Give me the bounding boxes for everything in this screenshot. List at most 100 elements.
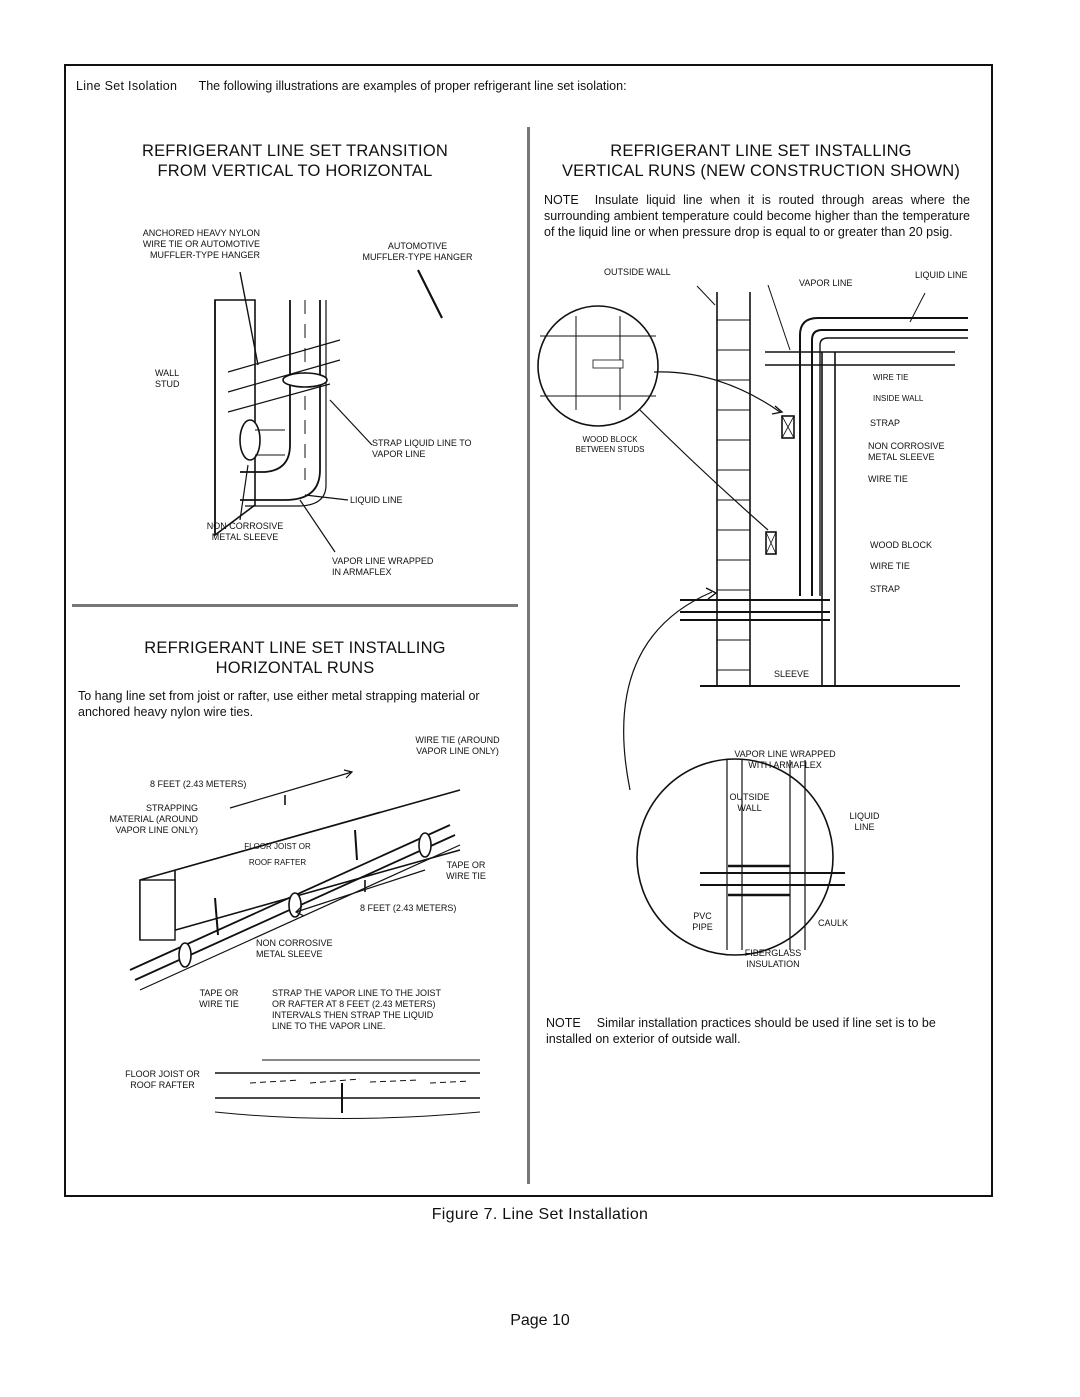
horizontal-drawing bbox=[129, 769, 481, 1119]
label-line: VAPOR LINE WRAPPED bbox=[332, 556, 434, 566]
label-line: STRAP LIQUID LINE TO bbox=[372, 438, 472, 448]
horizontal-heading: REFRIGERANT LINE SET INSTALLING HORIZONT… bbox=[72, 638, 518, 678]
label-line: STRAPPING bbox=[145, 803, 198, 813]
label-liquid-line: LIQUID LINE bbox=[350, 495, 403, 505]
label-line: NON CORROSIVE bbox=[256, 938, 333, 948]
label-sleeve-right: NON CORROSIVE METAL SLEEVE bbox=[868, 441, 945, 463]
vertical-title-2: VERTICAL RUNS (NEW CONSTRUCTION SHOWN) bbox=[561, 162, 961, 180]
label-line: STRAP THE VAPOR LINE TO THE JOIST bbox=[272, 988, 442, 998]
label-line: FIBERGLASS bbox=[744, 948, 802, 958]
label-line: WIRE TIE (AROUND bbox=[415, 735, 500, 745]
label-line: TAPE OR bbox=[199, 988, 239, 998]
label-line: PIPE bbox=[692, 922, 713, 932]
label-line: NON CORROSIVE bbox=[206, 521, 284, 531]
label-line: WIRE TIE bbox=[199, 999, 239, 1009]
label-line: LINE bbox=[854, 822, 875, 832]
label-strap-liquid: STRAP LIQUID LINE TO VAPOR LINE bbox=[372, 438, 472, 460]
intro-line: Line Set Isolation The following illustr… bbox=[76, 79, 627, 93]
label-line: INSULATION bbox=[746, 959, 800, 969]
label-line: ROOF RAFTER bbox=[130, 1080, 195, 1090]
page-number: Page 10 bbox=[510, 1312, 570, 1329]
label-automotive-hanger: AUTOMOTIVE MUFFLER-TYPE HANGER bbox=[340, 241, 495, 263]
label-outside-wall: OUTSIDE WALL bbox=[604, 267, 671, 277]
label-line: NON CORROSIVE bbox=[868, 441, 945, 451]
note2-keyword: NOTE bbox=[546, 1016, 581, 1030]
label-line: METAL SLEEVE bbox=[211, 532, 279, 542]
label-line: METAL SLEEVE bbox=[868, 452, 935, 462]
label-wood-block-between: WOOD BLOCK BETWEEN STUDS bbox=[555, 435, 665, 455]
label-line: STUD bbox=[155, 379, 180, 389]
label-line: FLOOR JOIST OR bbox=[244, 842, 311, 851]
label-wire-tie-1: WIRE TIE bbox=[873, 373, 909, 382]
vertical-title-1: REFRIGERANT LINE SET INSTALLING bbox=[610, 142, 912, 160]
horizontal-divider bbox=[72, 604, 518, 607]
label-pvc-pipe: PVC PIPE bbox=[680, 911, 725, 933]
figure-caption: Figure 7. Line Set Installation bbox=[431, 1206, 649, 1223]
label-strap-1: STRAP bbox=[870, 418, 901, 428]
label-line: OR RAFTER AT 8 FEET (2.43 METERS) bbox=[272, 999, 436, 1009]
vertical-drawing bbox=[537, 284, 968, 956]
label-line: LINE TO THE VAPOR LINE. bbox=[272, 1021, 386, 1031]
horizontal-title-1: REFRIGERANT LINE SET INSTALLING bbox=[144, 639, 446, 657]
intro-label: Line Set Isolation bbox=[76, 79, 178, 93]
label-line: WIRE TIE bbox=[446, 871, 486, 881]
label-liquid-line-right: LIQUID LINE bbox=[915, 270, 968, 280]
label-metal-sleeve: NON CORROSIVE METAL SLEEVE bbox=[185, 521, 305, 543]
label-caulk: CAULK bbox=[818, 918, 849, 928]
label-liquid-line-2: LIQUID LINE bbox=[842, 811, 887, 833]
label-wire-tie-2: WIRE TIE bbox=[868, 474, 908, 484]
note-keyword: NOTE bbox=[544, 193, 579, 207]
label-sleeve-horizontal: NON CORROSIVE METAL SLEEVE bbox=[256, 938, 333, 960]
label-line: BETWEEN STUDS bbox=[575, 445, 645, 454]
label-line: WITH ARMAFLEX bbox=[748, 760, 822, 770]
label-line: VAPOR LINE ONLY) bbox=[416, 746, 499, 756]
label-eight-feet-1: 8 FEET (2.43 METERS) bbox=[150, 779, 247, 789]
label-wood-block: WOOD BLOCK bbox=[870, 540, 933, 550]
label-line: WOOD BLOCK bbox=[582, 435, 638, 444]
label-floor-joist-small: FLOOR JOIST OR ROOF RAFTER bbox=[230, 839, 325, 871]
label-line: ANCHORED HEAVY NYLON bbox=[142, 228, 260, 238]
label-line: INTERVALS THEN STRAP THE LIQUID bbox=[272, 1010, 434, 1020]
label-line: WALL bbox=[155, 368, 180, 378]
label-strap-2: STRAP bbox=[870, 584, 901, 594]
label-inside-wall: INSIDE WALL bbox=[873, 394, 924, 403]
label-line: VAPOR LINE ONLY) bbox=[115, 825, 198, 835]
label-strap-instructions: STRAP THE VAPOR LINE TO THE JOIST OR RAF… bbox=[272, 988, 441, 1032]
label-vapor-armaflex: VAPOR LINE WRAPPED WITH ARMAFLEX bbox=[705, 749, 865, 771]
label-strapping: STRAPPING MATERIAL (AROUND VAPOR LINE ON… bbox=[72, 803, 198, 836]
transition-heading: REFRIGERANT LINE SET TRANSITION FROM VER… bbox=[72, 141, 518, 181]
note-text: Insulate liquid line when it is routed t… bbox=[544, 193, 970, 239]
label-line: WIRE TIE OR AUTOMOTIVE bbox=[142, 239, 260, 249]
label-floor-joist: FLOOR JOIST OR ROOF RAFTER bbox=[105, 1069, 220, 1091]
horizontal-body: To hang line set from joist or rafter, u… bbox=[78, 689, 480, 719]
vertical-heading: REFRIGERANT LINE SET INSTALLING VERTICAL… bbox=[535, 141, 987, 181]
label-sleeve: SLEEVE bbox=[774, 669, 810, 679]
label-fiberglass: FIBERGLASS INSULATION bbox=[723, 948, 823, 970]
label-vapor-wrapped: VAPOR LINE WRAPPED IN ARMAFLEX bbox=[332, 556, 433, 578]
label-line: METAL SLEEVE bbox=[256, 949, 323, 959]
label-line: MATERIAL (AROUND bbox=[109, 814, 198, 824]
label-line: VAPOR LINE bbox=[372, 449, 426, 459]
label-line: TAPE OR bbox=[446, 860, 486, 870]
transition-title-1: REFRIGERANT LINE SET TRANSITION bbox=[141, 142, 448, 160]
label-anchored-tie: ANCHORED HEAVY NYLON WIRE TIE OR AUTOMOT… bbox=[92, 228, 260, 261]
label-wire-tie-3: WIRE TIE bbox=[870, 561, 910, 571]
label-eight-feet-2: 8 FEET (2.43 METERS) bbox=[360, 903, 457, 913]
horizontal-title-2: HORIZONTAL RUNS bbox=[215, 659, 375, 677]
label-line: FLOOR JOIST OR bbox=[125, 1069, 200, 1079]
label-line: IN ARMAFLEX bbox=[332, 567, 392, 577]
intro-text: The following illustrations are examples… bbox=[198, 79, 627, 93]
label-line: PVC bbox=[693, 911, 712, 921]
label-tape-wire-2: TAPE OR WIRE TIE bbox=[185, 988, 253, 1010]
label-wall-stud: WALL STUD bbox=[155, 368, 180, 390]
label-line: MUFFLER-TYPE HANGER bbox=[149, 250, 260, 260]
label-line: WALL bbox=[737, 803, 762, 813]
label-line: MUFFLER-TYPE HANGER bbox=[362, 252, 473, 262]
note2-text: Similar installation practices should be… bbox=[546, 1016, 936, 1046]
label-vapor-line: VAPOR LINE bbox=[799, 278, 853, 288]
label-wire-tie-around: WIRE TIE (AROUND VAPOR LINE ONLY) bbox=[395, 735, 520, 757]
label-line: AUTOMOTIVE bbox=[387, 241, 448, 251]
transition-drawing bbox=[214, 269, 443, 553]
